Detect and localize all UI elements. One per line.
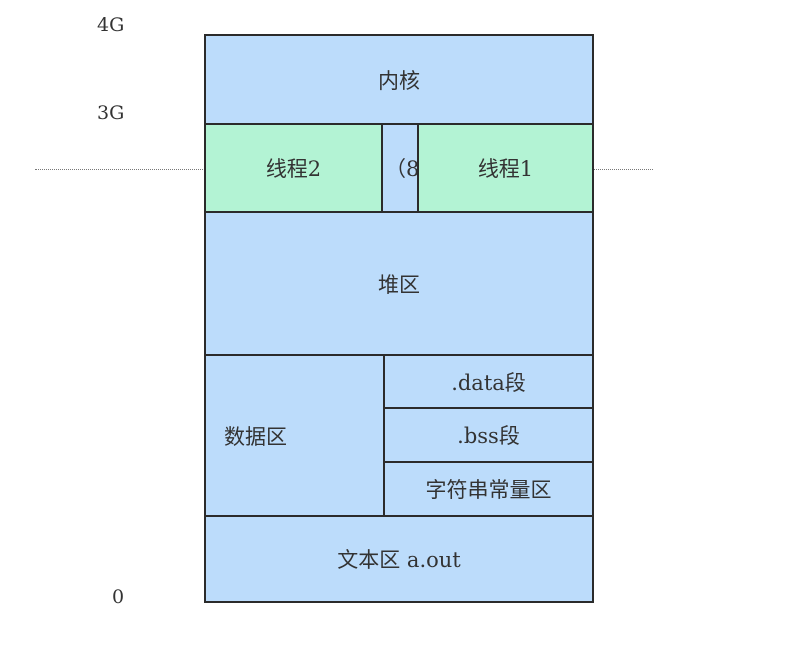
- axis-label-4g: 4G: [97, 14, 125, 36]
- axis-label-3g: 3G: [97, 102, 125, 124]
- data-segment-label: .data段: [451, 370, 526, 395]
- left-dotted-line: [35, 169, 205, 170]
- thread1-label: 线程1: [477, 157, 534, 181]
- thread-gap-label: （8: [385, 157, 419, 181]
- right-dotted-line: [593, 169, 653, 170]
- axis-label-0: 0: [112, 586, 125, 608]
- kernel-label: 内核: [378, 68, 420, 93]
- thread2-region: 线程2: [204, 123, 383, 213]
- data-segment-region: .data段: [383, 354, 594, 409]
- kernel-region: 内核: [204, 34, 594, 125]
- bss-segment-region: .bss段: [383, 407, 594, 463]
- string-constants-region: 字符串常量区: [383, 461, 594, 517]
- heap-label: 堆区: [378, 272, 420, 297]
- text-area-region: 文本区 a.out: [204, 515, 594, 603]
- string-constants-label: 字符串常量区: [425, 478, 552, 502]
- thread1-region: 线程1: [417, 123, 594, 213]
- bss-segment-label: .bss段: [457, 424, 520, 448]
- thread2-label: 线程2: [265, 157, 322, 181]
- data-area-region: 数据区: [204, 354, 385, 517]
- data-area-label: 数据区: [224, 424, 287, 449]
- heap-region: 堆区: [204, 211, 594, 356]
- thread-gap-region: （8: [381, 123, 419, 213]
- text-area-label: 文本区 a.out: [337, 548, 461, 572]
